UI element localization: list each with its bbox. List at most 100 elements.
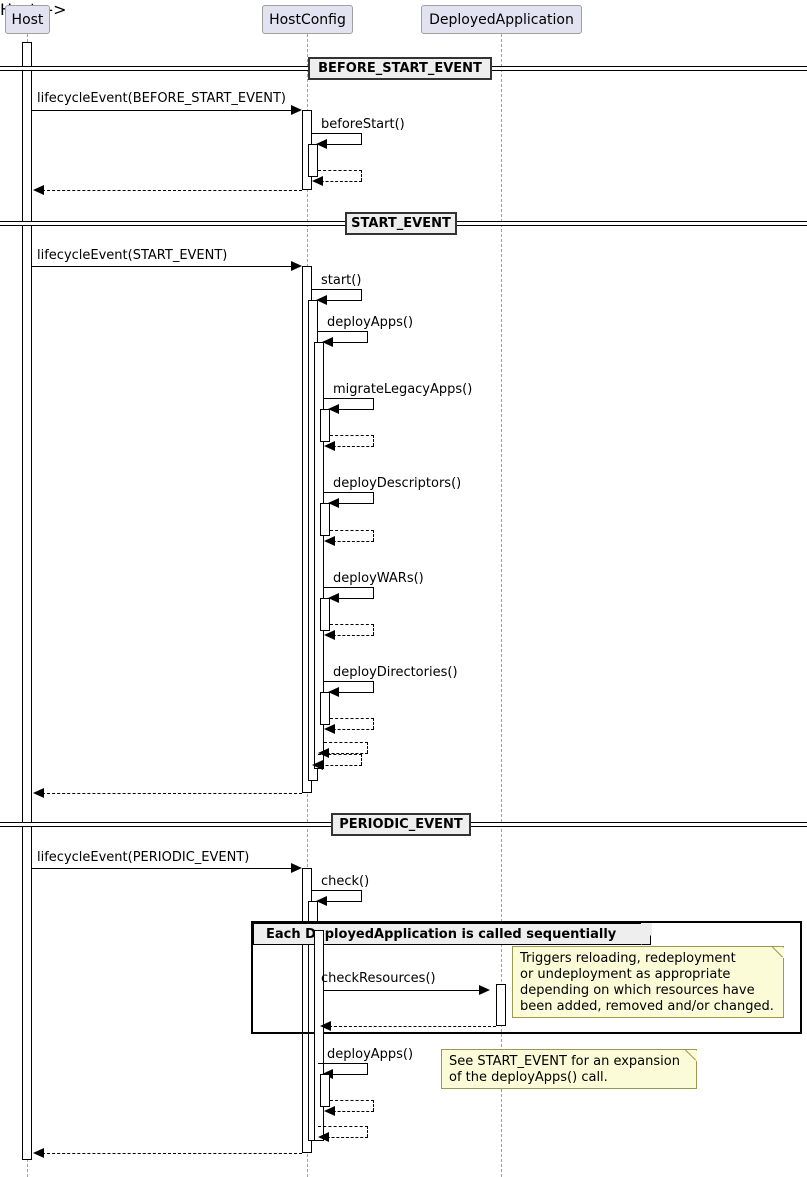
arrowhead-return-start [312,760,323,770]
activation-deployapps-periodic [320,1074,330,1107]
arrowhead-deployapps-start [322,337,333,347]
message-label-lifecycle-start: lifecycleEvent(START_EVENT) [37,248,228,263]
return-vline-migratelegacyapps [373,435,374,446]
participant-host[interactable]: Host [5,5,50,34]
message-label-deploydescriptors: deployDescriptors() [333,476,462,491]
participant-deployedapplication-label: DeployedApplication [429,11,574,28]
return-line-deploydirectories-out [330,718,374,719]
activation-deployedapplication [496,984,506,1026]
group-tab-each-deployedapplication: Each DeployedApplication is called seque… [253,923,651,945]
message-line-check-out [312,890,362,891]
arrowhead-lifecycle-start [291,261,302,271]
arrowhead-migratelegacyapps [328,404,339,414]
lifeline-deployedapplication [501,34,502,1177]
arrowhead-lifecycle-before-start [291,105,302,115]
group-box-each-deployedapplication [251,921,802,1034]
message-vline-start [361,289,362,300]
message-vline-deployapps-periodic [367,1063,368,1074]
activation-deploydirectories [320,692,330,725]
arrowhead-return-check [318,1132,329,1142]
message-line-before-start-out [312,133,362,134]
divider-text: BEFORE_START_EVENT [318,61,482,76]
return-line-deploydescriptors-in [328,541,374,542]
return-line-before-start-in [316,181,362,182]
message-line-deployapps-start-out [318,331,368,332]
arrowhead-checkresources [479,985,490,995]
return-line-deploywars-in [328,635,374,636]
arrowhead-deploydescriptors [328,498,339,508]
message-line-deployapps-start-in [326,342,368,343]
group-tab-corner [641,923,652,945]
message-line-before-start-in [320,144,362,145]
divider-label-periodic-event: PERIODIC_EVENT [331,813,471,836]
arrowhead-deploydirectories [328,687,339,697]
return-line-to-host-1 [42,190,302,191]
message-line-migratelegacyapps-in [332,409,374,410]
arrowhead-before-start [316,139,327,149]
message-label-lifecycle-periodic: lifecycleEvent(PERIODIC_EVENT) [37,850,250,865]
return-vline-check [367,1126,368,1137]
activation-migratelegacyapps [320,409,330,442]
return-vline-deploywars [373,624,374,635]
return-line-start-out [318,754,362,755]
participant-hostconfig-label: HostConfig [269,11,346,28]
return-line-check-in [322,1137,368,1138]
message-line-lifecycle-start [32,266,296,267]
return-line-check-out [318,1126,368,1127]
group-tab-label: Each DeployedApplication is called seque… [266,926,617,942]
arrowhead-return-checkresources [320,1021,331,1031]
arrowhead-return-to-host-3 [33,1148,44,1158]
activation-host [22,42,32,1160]
message-line-deploydirectories-out [324,681,374,682]
message-line-start-in [320,300,362,301]
participant-deployedapplication[interactable]: DeployedApplication [421,5,582,34]
return-line-checkresources [329,1026,496,1027]
activation-deploydescriptors [320,503,330,536]
message-vline-migratelegacyapps [373,398,374,409]
return-line-deploywars-out [330,624,374,625]
arrowhead-return-deploydescriptors [324,536,335,546]
message-line-checkresources [324,990,484,991]
divider-label-before-start-event: BEFORE_START_EVENT [308,57,492,80]
return-line-before-start-out [318,170,362,171]
message-line-lifecycle-before-start [32,110,296,111]
message-line-deployapps-periodic-in [326,1074,368,1075]
arrowhead-lifecycle-periodic [291,863,302,873]
arrowhead-return-deploywars [324,630,335,640]
participant-hostconfig[interactable]: HostConfig [262,5,353,34]
message-label-lifecycle-before-start: lifecycleEvent(BEFORE_START_EVENT) [37,91,286,106]
message-vline-deploydirectories [373,681,374,692]
message-vline-deploywars [373,587,374,598]
message-label-deploydirectories: deployDirectories() [333,665,458,680]
arrowhead-return-deployapps-periodic [324,1106,335,1116]
return-vline-start [361,754,362,765]
arrowhead-return-before-start [312,176,323,186]
message-line-deploywars-out [324,587,374,588]
message-line-migratelegacyapps-out [324,398,374,399]
arrowhead-return-deployapps-start [318,748,329,758]
arrowhead-return-to-host-1 [33,185,44,195]
message-label-checkresources: checkResources() [321,971,436,986]
return-line-deployapps-periodic-in [328,1111,374,1112]
message-label-migratelegacyapps: migrateLegacyApps() [333,382,473,397]
message-line-check-in [320,901,362,902]
note-deployapps: See START_EVENT for an expansion of the … [441,1049,697,1089]
arrowhead-return-to-host-2 [33,788,44,798]
message-line-deploydirectories-in [332,692,374,693]
return-vline-deployapps-periodic [373,1100,374,1111]
return-line-deploydirectories-in [328,729,374,730]
message-line-lifecycle-periodic [32,868,296,869]
message-line-deploydescriptors-out [324,492,374,493]
return-vline-deploydescriptors [373,530,374,541]
divider-text: START_EVENT [351,216,451,231]
return-line-deployapps-periodic-out [330,1100,374,1101]
return-line-to-host-2 [42,793,302,794]
message-line-deploywars-in [332,598,374,599]
participant-host-label: Host [11,11,44,28]
return-line-start-in [316,765,362,766]
note-deployapps-fold [686,1050,697,1061]
message-line-start-out [312,289,362,290]
message-vline-deployapps-start [367,331,368,342]
arrowhead-deploywars [328,593,339,603]
message-label-check: check() [321,874,370,889]
